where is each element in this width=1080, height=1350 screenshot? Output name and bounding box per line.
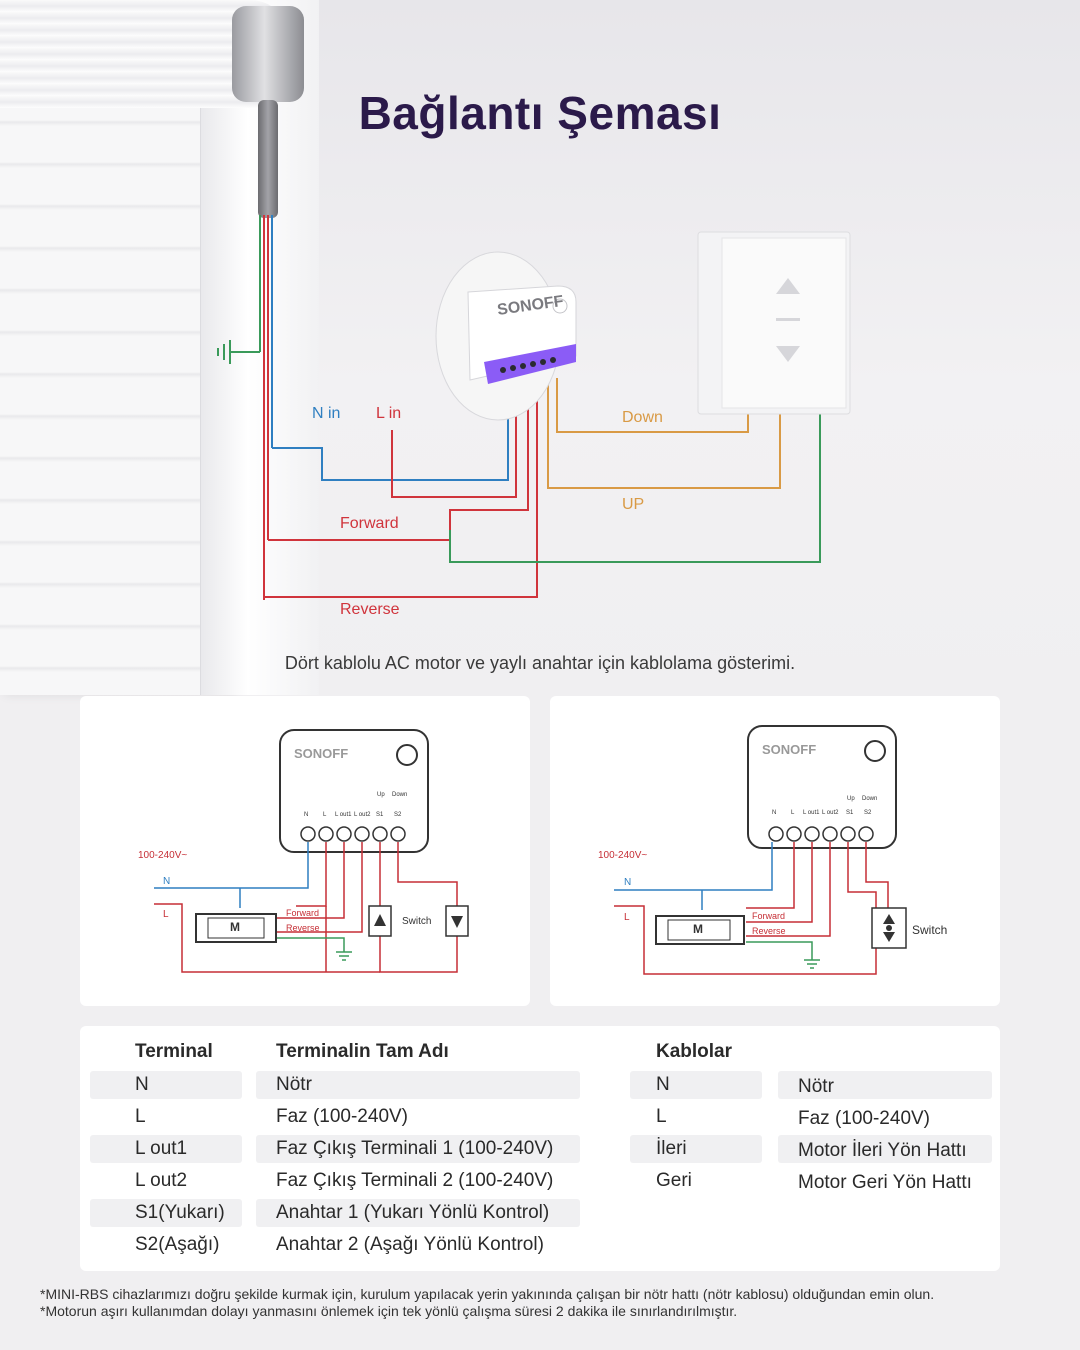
live-label: L bbox=[624, 912, 630, 923]
up-arrow-icon bbox=[776, 278, 800, 294]
roller-blind bbox=[0, 0, 232, 695]
table-row-terminal: S1(Yukarı) bbox=[135, 1202, 225, 1223]
table-row-name: Anahtar 2 (Aşağı Yönlü Kontrol) bbox=[276, 1234, 544, 1255]
diagram-caption: Dört kablolu AC motor ve yaylı anahtar i… bbox=[284, 653, 796, 673]
module-brand: SONOFF bbox=[762, 742, 816, 757]
cable-row-cable: İleri bbox=[656, 1138, 687, 1159]
label-forward: Forward bbox=[340, 515, 399, 532]
label-l-in: L in bbox=[376, 405, 401, 422]
label-up: UP bbox=[622, 496, 644, 513]
motor-cable bbox=[258, 100, 278, 218]
switch-up-arrow-icon bbox=[883, 914, 895, 924]
neutral-wire bbox=[272, 378, 509, 481]
module-body bbox=[279, 729, 429, 853]
table-row-name: Faz Çıkış Terminali 2 (100-240V) bbox=[276, 1170, 554, 1191]
reverse-wire bbox=[263, 378, 538, 600]
terminal-lout1-label: L out1 bbox=[335, 812, 352, 818]
table-row-terminal: S2(Aşağı) bbox=[135, 1234, 220, 1255]
s1-up-label: Up bbox=[377, 792, 385, 798]
forward-wire bbox=[268, 378, 529, 541]
module-brand: SONOFF bbox=[294, 746, 348, 761]
table-row-terminal: L out2 bbox=[135, 1170, 188, 1191]
terminal-lout2-label: L out2 bbox=[822, 810, 839, 816]
cable-row-name: Nötr bbox=[798, 1076, 834, 1097]
up-wire bbox=[547, 378, 781, 489]
diagram-panel-left: SONOFF Up Down N L L out1 L out2 S1 S2 1… bbox=[80, 696, 530, 1006]
motor-label: M bbox=[230, 920, 240, 934]
diagram-right: SONOFF Up Down N L L out1 L out2 S1 S2 1… bbox=[598, 725, 947, 975]
label-down: Down bbox=[622, 409, 663, 426]
neutral-label: N bbox=[163, 876, 170, 887]
wall-switch bbox=[697, 231, 851, 415]
forward-label: Forward bbox=[752, 911, 785, 921]
forward-label: Forward bbox=[286, 908, 319, 918]
terminal-l-label: L bbox=[323, 812, 327, 818]
switch-up-arrow-icon bbox=[374, 914, 386, 926]
wiring-photo-overlay: SONOFF N in L in Down UP Forward Reverse bbox=[217, 215, 851, 618]
down-wire bbox=[556, 378, 749, 433]
switch-label: Switch bbox=[402, 916, 431, 927]
table-row-name: Faz Çıkış Terminali 1 (100-240V) bbox=[276, 1138, 554, 1159]
page-title: Bağlantı Şeması bbox=[358, 87, 722, 139]
footnotes: *MINI-RBS cihazlarımızı doğru şekilde ku… bbox=[40, 1286, 1060, 1320]
table-row-terminal: L out1 bbox=[135, 1138, 188, 1159]
diagram-left: SONOFF Up Down N L L out1 L out2 S1 S2 1… bbox=[138, 729, 469, 973]
terminal-table-panel: Terminal Terminalin Tam Adı Kablolar N N… bbox=[80, 1026, 1000, 1271]
cable-row-cable: Geri bbox=[656, 1170, 692, 1191]
blind-motor-cap bbox=[232, 6, 304, 102]
cable-row-cable: N bbox=[656, 1074, 670, 1095]
cable-row-name: Motor Geri Yön Hattı bbox=[798, 1172, 972, 1193]
label-n-in: N in bbox=[312, 405, 340, 422]
terminal-lout1-label: L out1 bbox=[803, 810, 820, 816]
terminal-l-label: L bbox=[791, 810, 795, 816]
s1-up-label: Up bbox=[847, 796, 855, 802]
cable-row-name: Faz (100-240V) bbox=[798, 1108, 931, 1129]
terminal-s1-label: S1 bbox=[846, 810, 854, 816]
table-row-name: Anahtar 1 (Yukarı Yönlü Kontrol) bbox=[276, 1202, 550, 1223]
col-header-terminal-name: Terminalin Tam Adı bbox=[276, 1041, 449, 1062]
terminal-n-label: N bbox=[772, 810, 776, 816]
table-row-name: Faz (100-240V) bbox=[276, 1106, 409, 1127]
terminal-s2-label: S2 bbox=[864, 810, 872, 816]
terminal-s2-label: S2 bbox=[394, 812, 402, 818]
reverse-label: Reverse bbox=[752, 926, 786, 936]
s2-down-label: Down bbox=[862, 796, 877, 802]
label-reverse: Reverse bbox=[340, 601, 400, 618]
table-row-name: Nötr bbox=[276, 1074, 312, 1095]
supply-label: 100-240V~ bbox=[138, 850, 187, 861]
switch-down-arrow-icon bbox=[451, 916, 463, 928]
terminal-s1-label: S1 bbox=[376, 812, 384, 818]
table-row-terminal: N bbox=[135, 1074, 149, 1095]
sonoff-module: SONOFF bbox=[467, 285, 577, 384]
diagram-panel-right: SONOFF Up Down N L L out1 L out2 S1 S2 1… bbox=[550, 696, 1000, 1006]
supply-label: 100-240V~ bbox=[598, 850, 647, 861]
terminal-n-label: N bbox=[304, 812, 308, 818]
cable-row-cable: L bbox=[656, 1106, 667, 1127]
down-arrow-icon bbox=[776, 346, 800, 362]
hero-scene bbox=[0, 0, 1080, 700]
live-wire bbox=[391, 378, 517, 498]
neutral-label: N bbox=[624, 877, 631, 888]
s2-down-label: Down bbox=[392, 792, 407, 798]
col-header-cables: Kablolar bbox=[656, 1041, 733, 1062]
col-header-terminal: Terminal bbox=[135, 1041, 213, 1062]
module-body bbox=[747, 725, 897, 849]
switch-down-arrow-icon bbox=[883, 932, 895, 942]
footnote-neutral: *MINI-RBS cihazlarımızı doğru şekilde ku… bbox=[40, 1286, 935, 1302]
switch-label: Switch bbox=[912, 923, 947, 937]
live-label: L bbox=[163, 909, 169, 920]
motor-label: M bbox=[693, 922, 703, 936]
table-row-terminal: L bbox=[135, 1106, 146, 1127]
switch-green-wire bbox=[449, 406, 821, 563]
cable-row-name: Motor İleri Yön Hattı bbox=[798, 1140, 967, 1161]
reverse-label: Reverse bbox=[286, 923, 320, 933]
footnote-motor-limit: *Motorun aşırı kullanımdan dolayı yanmas… bbox=[40, 1303, 738, 1319]
terminal-lout2-label: L out2 bbox=[354, 812, 371, 818]
